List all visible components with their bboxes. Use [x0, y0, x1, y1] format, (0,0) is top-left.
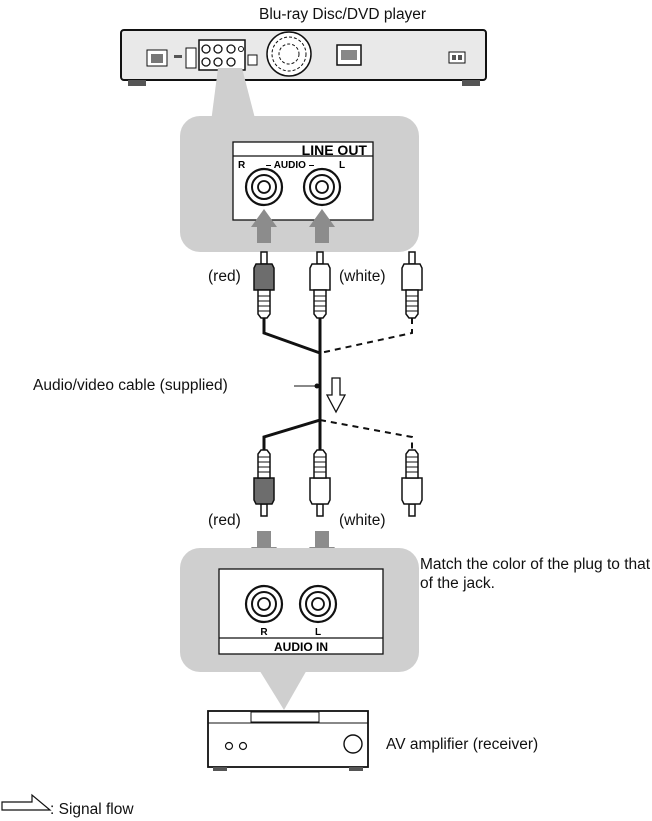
plug-top-white: [309, 251, 331, 319]
audio-in-title: AUDIO IN: [274, 640, 328, 654]
audio-in-l-jack: [298, 584, 338, 624]
audio-in-r-label: R: [260, 627, 268, 638]
arrow-up-white: [309, 209, 335, 243]
arrow-up-red: [251, 209, 277, 243]
plug-bottom-video: [401, 449, 423, 517]
plug-bottom-white: [309, 449, 331, 517]
bottom-red-label: (red): [208, 512, 241, 529]
match-note: Match the color of the plug to that of t…: [420, 556, 651, 592]
line-out-l-jack: [302, 167, 342, 207]
line-out-r-jack: [244, 167, 284, 207]
plug-top-video: [401, 251, 423, 319]
top-red-label: (red): [208, 268, 241, 285]
line-out-r-label: R: [238, 160, 246, 171]
audio-in-r-jack: [244, 584, 284, 624]
line-out-l-label: L: [339, 160, 345, 171]
line-out-audio-label: – AUDIO –: [266, 160, 315, 171]
line-out-title: LINE OUT: [302, 142, 368, 158]
plug-bottom-red: [253, 449, 275, 517]
amp-label: AV amplifier (receiver): [386, 736, 539, 753]
cable-label: Audio/video cable (supplied): [33, 377, 228, 394]
av-amplifier-icon: [207, 710, 369, 771]
line-out-callout: [180, 68, 419, 252]
player-label: Blu-ray Disc/DVD player: [259, 6, 427, 23]
signal-flow-arrow: [325, 377, 347, 414]
bluray-player-icon: [120, 29, 487, 86]
top-white-label: (white): [339, 268, 386, 285]
signal-flow-legend-icon: [1, 793, 52, 811]
audio-video-cable: [262, 318, 413, 450]
audio-in-l-label: L: [315, 627, 321, 638]
plug-top-red: [253, 251, 275, 319]
bottom-white-label: (white): [339, 512, 386, 529]
audio-in-callout: [180, 548, 419, 710]
signal-flow-label: : Signal flow: [50, 801, 134, 818]
